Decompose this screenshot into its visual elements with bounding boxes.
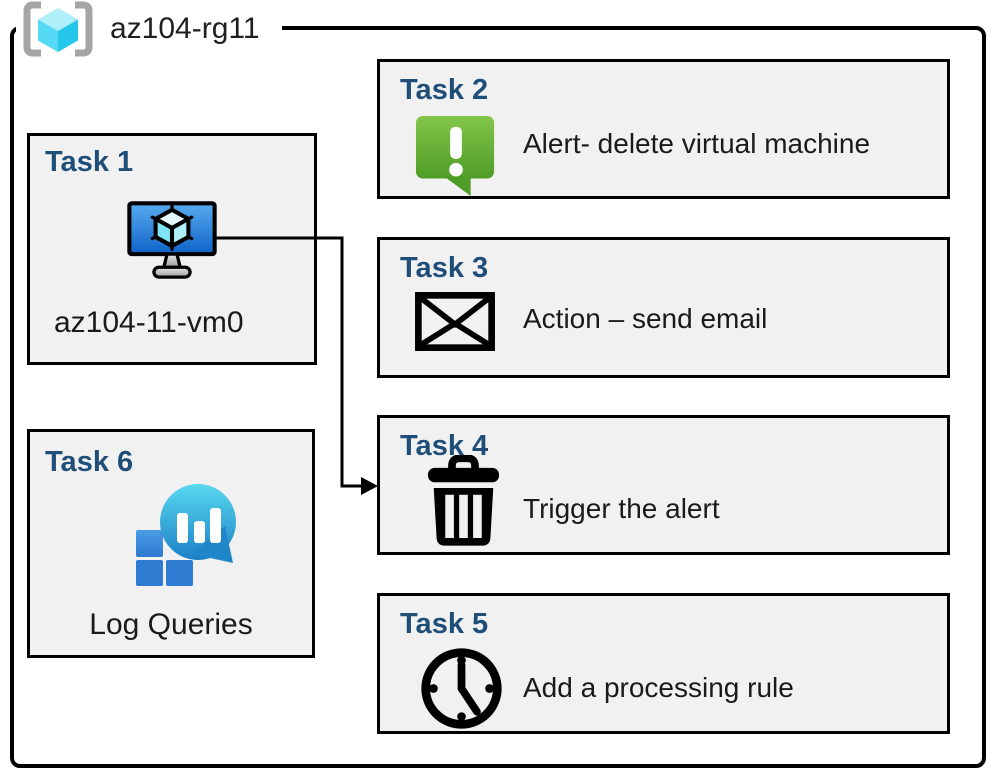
task3-box: Task 3 Action – send email <box>377 237 950 378</box>
task3-label: Action – send email <box>523 303 768 334</box>
clock-icon <box>417 644 506 733</box>
resource-group-icon <box>20 0 96 58</box>
task2-title: Task 2 <box>400 74 489 106</box>
resource-group-name: az104-rg11 <box>110 12 260 45</box>
task1-box: Task 1 <box>27 133 317 365</box>
task2-label: Alert- delete virtual machine <box>523 128 871 159</box>
task5-title: Task 5 <box>400 608 489 640</box>
virtual-machine-icon <box>126 200 218 282</box>
task3-title: Task 3 <box>400 252 489 284</box>
task5-label: Add a processing rule <box>523 672 794 703</box>
task4-label: Trigger the alert <box>523 493 720 524</box>
log-analytics-icon <box>134 484 238 586</box>
task2-box: Task 2 Alert- delete virtual machine <box>377 59 950 199</box>
task6-title: Task 6 <box>45 446 134 478</box>
task1-label: az104-11-vm0 <box>54 306 244 339</box>
email-icon <box>415 292 495 351</box>
alert-icon <box>415 115 497 199</box>
task6-label: Log Queries <box>89 608 253 641</box>
task5-box: Task 5 Add a processing rule <box>377 593 950 734</box>
trash-icon <box>427 454 500 548</box>
resource-group-header: az104-rg11 <box>16 0 282 58</box>
task4-box: Task 4 Trigger the alert <box>377 415 950 555</box>
task6-box: Task 6 Log Q <box>27 429 315 658</box>
task1-title: Task 1 <box>45 146 134 178</box>
resource-group-border <box>10 26 986 768</box>
